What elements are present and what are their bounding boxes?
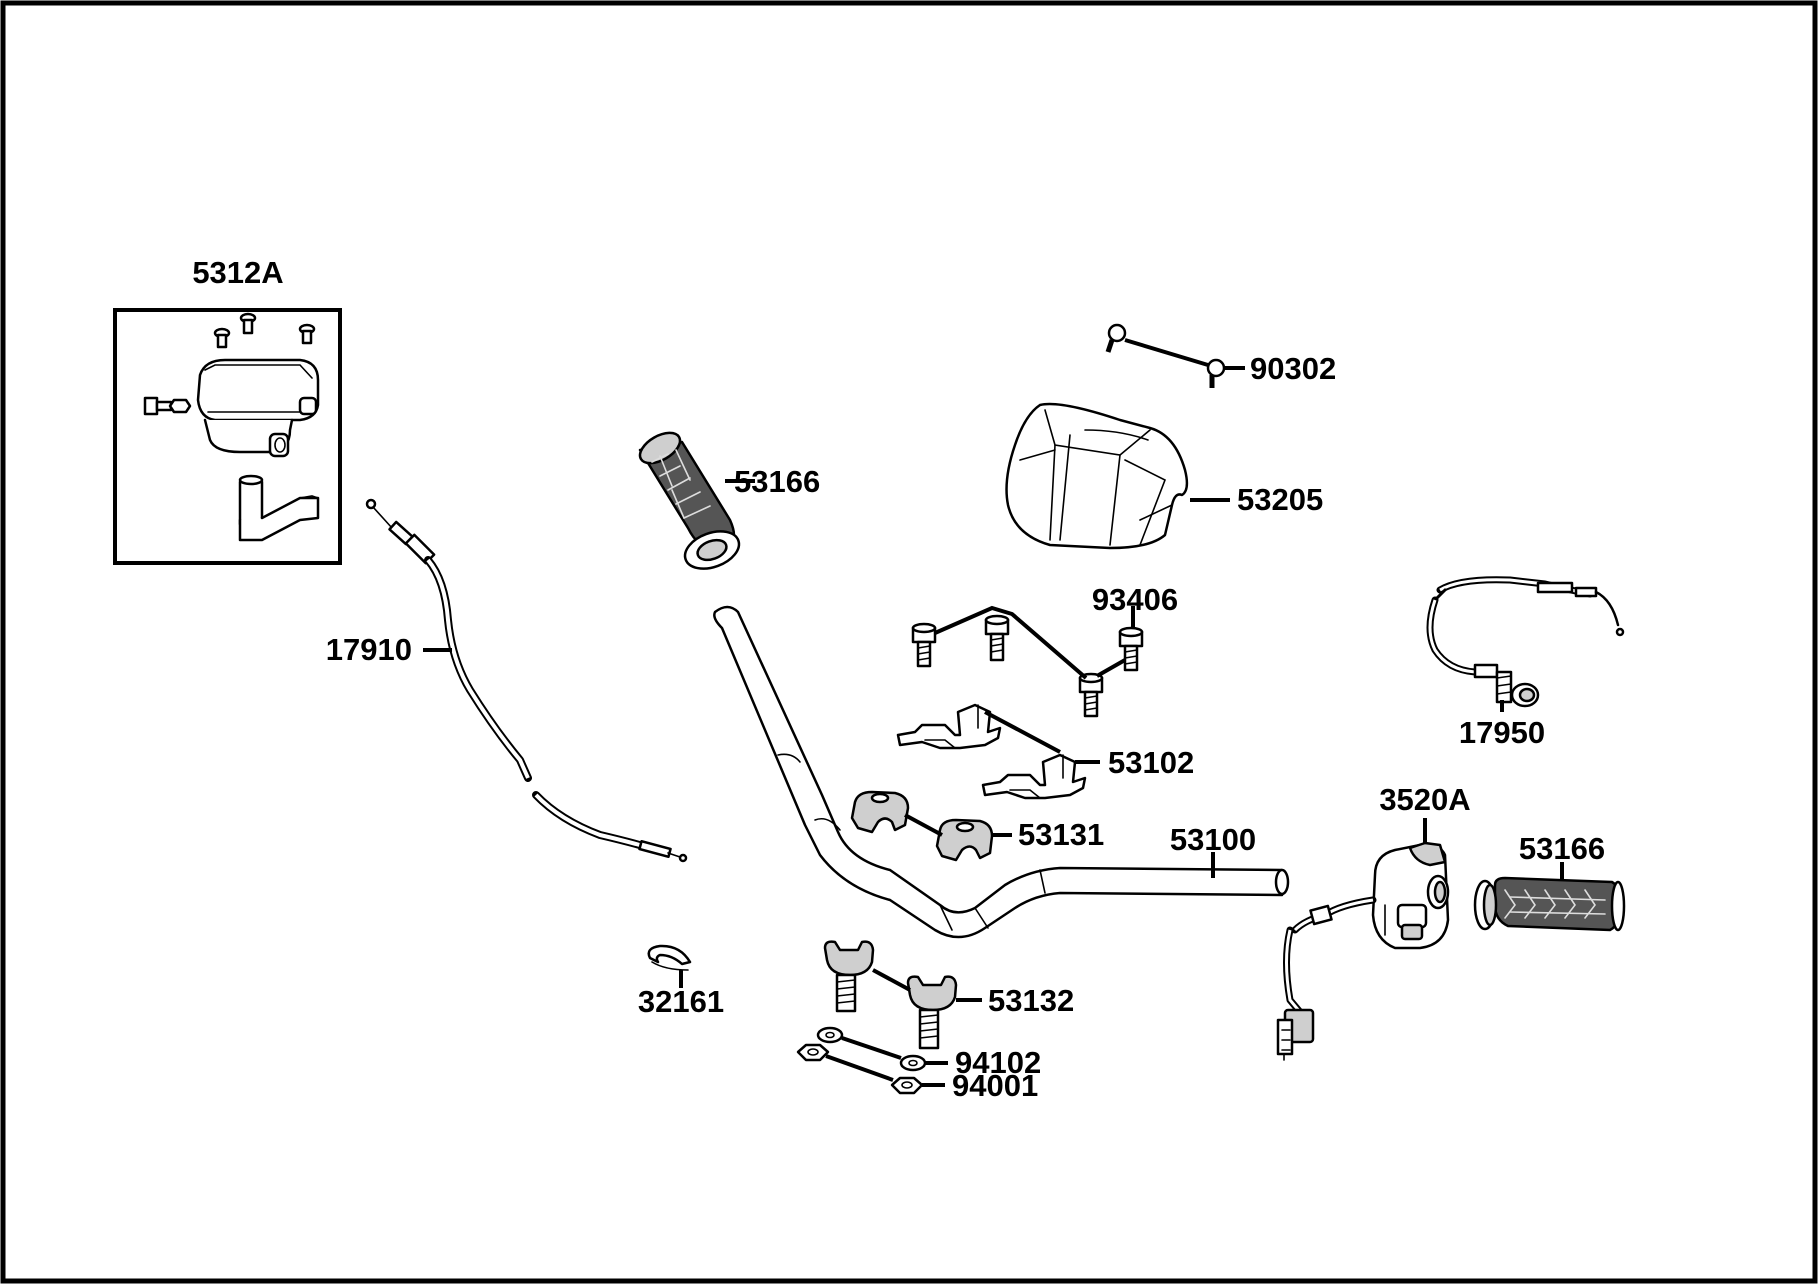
handlebar-cover[interactable] <box>1005 402 1189 550</box>
cable-clip[interactable] <box>647 944 692 971</box>
label-upper-holder: 53131 <box>1018 817 1104 852</box>
label-handlebar: 53100 <box>1170 822 1256 857</box>
throttle-side-bolt <box>143 396 192 416</box>
nut[interactable] <box>796 1043 924 1095</box>
label-choke-cable: 17950 <box>1459 715 1545 750</box>
label-washer: 94102 <box>955 1045 1041 1080</box>
label-handlebar-cover: 53205 <box>1237 482 1323 517</box>
label-left-grip: 53166 <box>734 464 820 499</box>
label-nut: 94001 <box>952 1068 1038 1103</box>
washer[interactable] <box>816 1026 927 1072</box>
bolt-b <box>984 614 1010 662</box>
cover-shell <box>1005 402 1189 550</box>
handlebar[interactable] <box>713 605 1290 939</box>
left-grip[interactable] <box>635 427 744 576</box>
holder-bolt[interactable] <box>911 605 1144 718</box>
lower-holder[interactable] <box>823 940 958 1050</box>
throttle-assembly[interactable] <box>113 308 342 565</box>
label-lower-holder: 53132 <box>988 983 1074 1018</box>
bolt-c <box>1118 626 1144 672</box>
label-throttle-assembly: 5312A <box>192 255 283 290</box>
cable-clamp[interactable] <box>896 703 1087 800</box>
label-cable-clamp: 53102 <box>1108 745 1194 780</box>
throttle-assembly-box <box>113 308 342 565</box>
label-switch-assembly: 3520A <box>1379 782 1470 817</box>
switch-housing <box>1371 843 1450 950</box>
label-cover-screw: 90302 <box>1250 351 1336 386</box>
upper-holder[interactable] <box>850 790 994 862</box>
label-throttle-cable: 17910 <box>326 632 412 667</box>
throttle-cable[interactable] <box>365 498 688 863</box>
right-grip[interactable] <box>1473 876 1626 932</box>
bolt-a <box>911 622 937 668</box>
label-holder-bolt: 93406 <box>1092 582 1178 617</box>
cover-screw[interactable] <box>1105 323 1226 388</box>
throttle-lever <box>238 474 320 542</box>
label-right-grip: 53166 <box>1519 831 1605 866</box>
bolt-d <box>1078 672 1104 718</box>
switch-assembly[interactable] <box>1276 841 1450 1061</box>
throttle-housing <box>196 358 320 422</box>
label-cable-clip: 32161 <box>638 984 724 1019</box>
throttle-screw <box>213 312 316 349</box>
choke-cable[interactable] <box>1426 576 1625 708</box>
